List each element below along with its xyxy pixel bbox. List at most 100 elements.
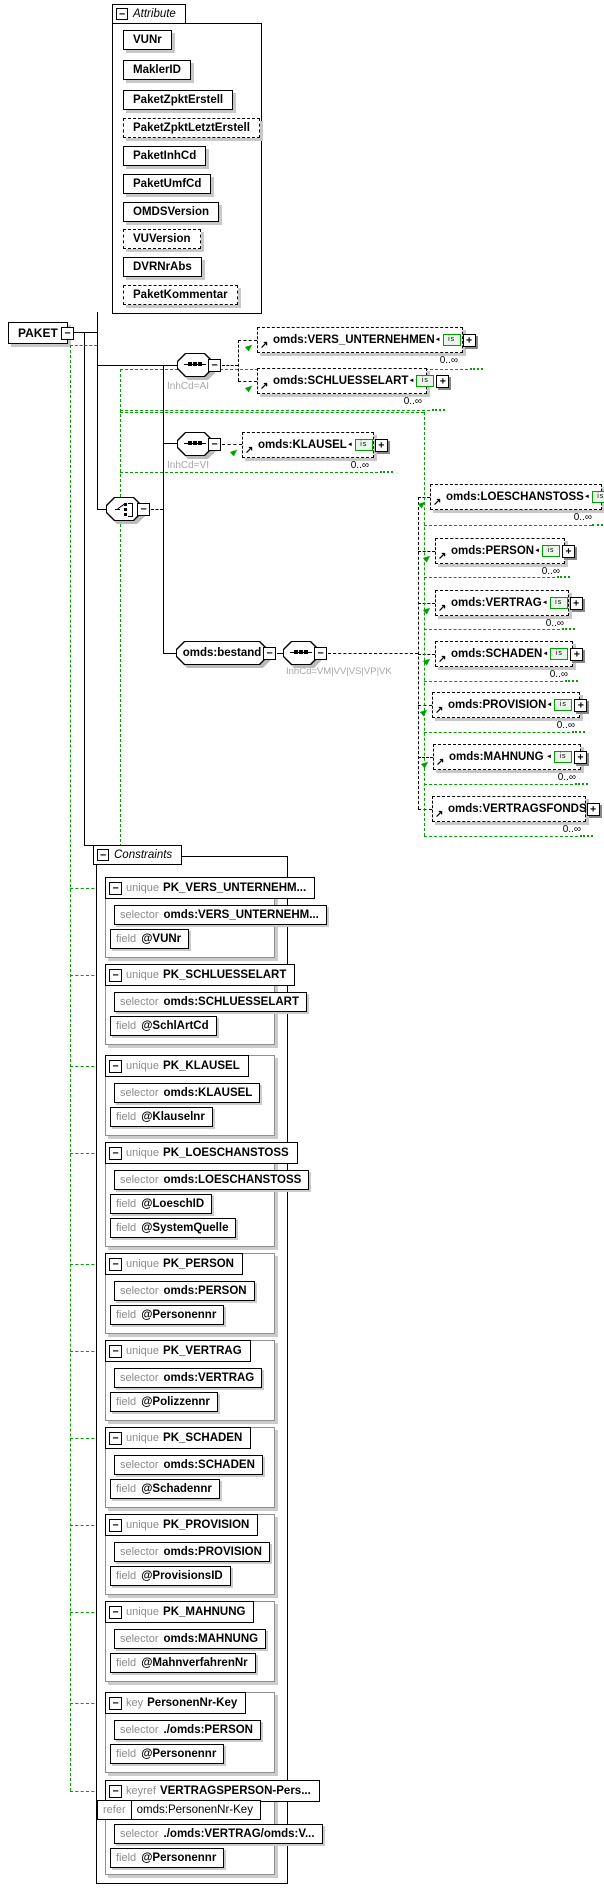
- sequence-icon: [184, 440, 206, 448]
- attribute-paketkommentar[interactable]: PaketKommentar: [123, 285, 238, 305]
- constraint-field[interactable]: field@Schadennr: [110, 1479, 220, 1499]
- constraint-arrow-icon: [229, 447, 240, 457]
- collapse-icon[interactable]: −: [109, 1344, 122, 1358]
- constraint-link-dots: [575, 783, 588, 785]
- element-name: omds:MAHNUNG: [449, 751, 544, 763]
- collapse-icon[interactable]: −: [137, 503, 150, 516]
- collapse-icon[interactable]: −: [109, 1605, 122, 1619]
- constraint-field[interactable]: field@SystemQuelle: [110, 1218, 237, 1238]
- element-omds-loeschanstoss[interactable]: ↗ omds:LOESCHANSTOSS ◄is+: [430, 484, 604, 510]
- collapse-icon[interactable]: −: [97, 849, 109, 861]
- collapse-icon[interactable]: −: [208, 438, 221, 451]
- element-omds-klausel[interactable]: ↗ omds:KLAUSEL ◄is+: [242, 432, 388, 458]
- choice-connector[interactable]: [106, 497, 142, 521]
- constraint-field[interactable]: field@Personennr: [110, 1305, 225, 1325]
- collapse-icon[interactable]: −: [208, 359, 221, 372]
- attribute-vuversion[interactable]: VUVersion: [123, 229, 201, 249]
- constraint-header[interactable]: − key PersonenNr-Key: [105, 1692, 247, 1714]
- element-omds-schluesselart[interactable]: ↗ omds:SCHLUESSELART ◄is+: [257, 368, 450, 394]
- attribute-paketzpkterstell[interactable]: PaketZpktErstell: [123, 90, 234, 110]
- constraint-header[interactable]: − unique PK_SCHLUESSELART: [105, 964, 296, 986]
- attribute-paketinhcd[interactable]: PaketInhCd: [123, 146, 207, 166]
- collapse-icon[interactable]: −: [109, 968, 122, 982]
- element-omds-vertrag[interactable]: ↗ omds:VERTRAG ◄is+: [435, 590, 583, 616]
- constraint-field[interactable]: field@Personennr: [110, 1744, 225, 1764]
- attribute-omdsversion[interactable]: OMDSVersion: [123, 202, 220, 222]
- constraint-field[interactable]: field@VUNr: [110, 929, 190, 949]
- sequence-connector[interactable]: [177, 353, 213, 377]
- expand-icon[interactable]: +: [574, 750, 587, 764]
- collapse-icon[interactable]: −: [109, 1696, 122, 1710]
- is-badge: is: [442, 334, 461, 346]
- constraint-field[interactable]: field@SchlArtCd: [110, 1016, 217, 1036]
- constraint-header[interactable]: − keyref VERTRAGSPERSON-Pers...: [105, 1780, 320, 1802]
- element-omds-mahnung[interactable]: ↗ omds:MAHNUNG ◄is+: [433, 744, 587, 770]
- collapse-icon[interactable]: −: [109, 1059, 122, 1073]
- constraint-field[interactable]: field@Klauselnr: [110, 1107, 213, 1127]
- constraint-header[interactable]: − unique PK_SCHADEN: [105, 1427, 252, 1449]
- constraint-header[interactable]: − unique PK_VERTRAG: [105, 1340, 251, 1362]
- expand-icon[interactable]: +: [462, 333, 476, 347]
- root-element-paket[interactable]: PAKET: [8, 322, 68, 344]
- expand-icon[interactable]: +: [570, 647, 584, 661]
- constraint-link-line: [424, 525, 592, 526]
- element-omds-bestand[interactable]: omds:bestand: [176, 641, 268, 665]
- collapse-icon[interactable]: −: [263, 647, 276, 660]
- attribute-dvrnrabs[interactable]: DVRNrAbs: [123, 257, 202, 277]
- element-omds-person[interactable]: ↗ omds:PERSON ◄is+: [435, 538, 576, 564]
- occurrence-label: 0..∞: [541, 566, 560, 577]
- element-omds-schaden[interactable]: ↗ omds:SCHADEN ◄is+: [435, 641, 584, 667]
- collapse-icon[interactable]: −: [109, 1784, 122, 1798]
- constraint-field[interactable]: field@Polizzennr: [110, 1392, 218, 1412]
- expand-icon[interactable]: +: [574, 698, 588, 712]
- constraint-field[interactable]: field@LoeschID: [110, 1194, 213, 1214]
- sequence-connector[interactable]: [283, 641, 319, 665]
- collapse-icon[interactable]: −: [116, 8, 128, 20]
- element-omds-vertragsfonds[interactable]: ↗ omds:VERTRAGSFONDS +: [432, 796, 600, 822]
- constraint-selector[interactable]: selector./omds:VERTRAG/omds:V...: [114, 1824, 323, 1844]
- collapse-icon[interactable]: −: [109, 1518, 122, 1532]
- constraint-selector[interactable]: selector./omds:PERSON: [114, 1720, 261, 1740]
- collapse-icon[interactable]: −: [109, 1431, 122, 1445]
- expand-icon[interactable]: +: [569, 596, 583, 610]
- attribute-paketzpktletzterstell[interactable]: PaketZpktLetztErstell: [123, 118, 260, 138]
- expand-icon[interactable]: +: [562, 544, 576, 558]
- constraint-field[interactable]: field@Personennr: [110, 1848, 225, 1868]
- collapse-icon[interactable]: −: [314, 647, 327, 660]
- attribute-maklerid[interactable]: MaklerID: [123, 60, 191, 80]
- constraint-header[interactable]: − unique PK_MAHNUNG: [105, 1601, 255, 1623]
- tree-line: [277, 653, 283, 654]
- constraint-header[interactable]: − unique PK_PERSON: [105, 1253, 243, 1275]
- constraint-header[interactable]: − unique PK_PROVISION: [105, 1514, 259, 1536]
- expand-icon[interactable]: +: [586, 802, 600, 816]
- collapse-icon[interactable]: −: [109, 1257, 122, 1271]
- selector-value: omds:KLAUSEL: [163, 1087, 253, 1099]
- collapse-icon[interactable]: −: [109, 881, 122, 895]
- constraint-header[interactable]: − unique PK_LOESCHANSTOSS: [105, 1142, 298, 1164]
- collapse-icon[interactable]: −: [61, 327, 74, 340]
- element-omds-vers-unternehmen[interactable]: ↗ omds:VERS_UNTERNEHMEN ◄is+: [257, 327, 476, 353]
- attribute-vunr[interactable]: VUNr: [123, 30, 172, 50]
- constraint-name: PK_LOESCHANSTOSS: [163, 1147, 289, 1159]
- constraint-field[interactable]: field@ProvisionsID: [110, 1566, 231, 1586]
- element-omds-provision[interactable]: ↗ omds:PROVISION ◄is+: [432, 692, 588, 718]
- collapse-icon[interactable]: −: [109, 1146, 122, 1160]
- constraint-header[interactable]: − unique PK_VERS_UNTERNEHM...: [105, 877, 316, 899]
- constraint-kind: unique: [126, 1606, 160, 1618]
- attribute-paketumfcd[interactable]: PaketUmfCd: [123, 174, 212, 194]
- constraint-field[interactable]: field@MahnverfahrenNr: [110, 1653, 256, 1673]
- tree-line-optional: [222, 365, 238, 366]
- expand-icon[interactable]: +: [436, 374, 450, 388]
- expand-icon[interactable]: +: [374, 438, 388, 452]
- constraint-header[interactable]: − unique PK_KLAUSEL: [105, 1055, 249, 1077]
